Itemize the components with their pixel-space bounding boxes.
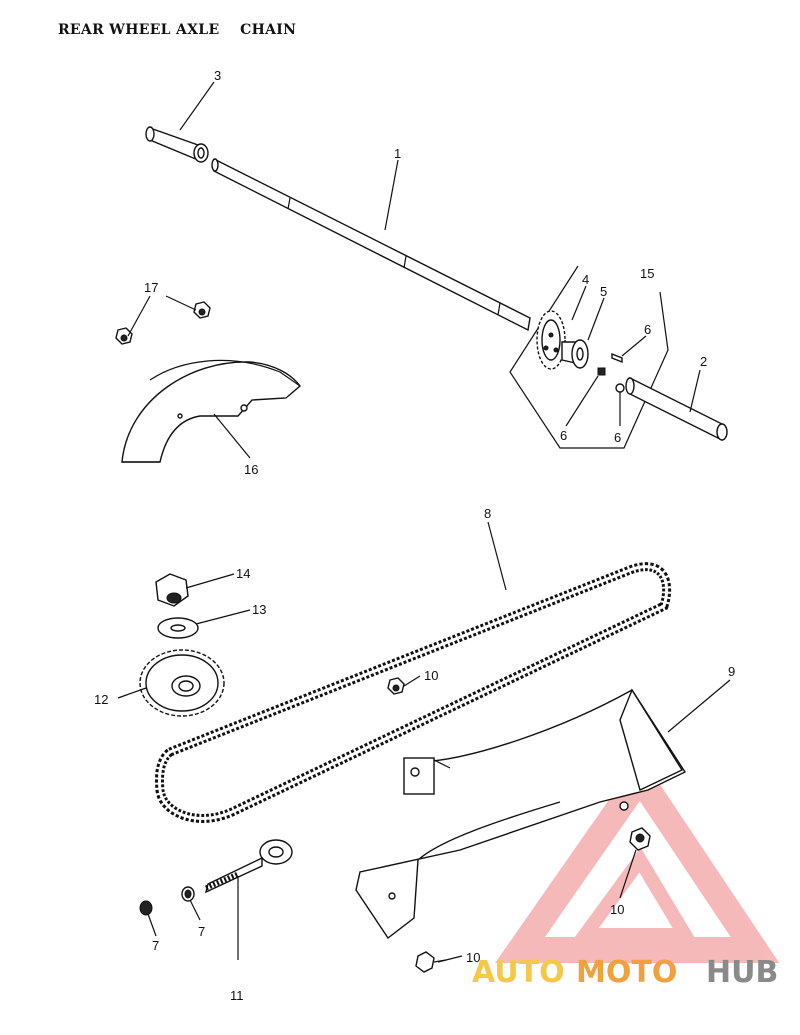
callout-14: 14: [236, 566, 250, 581]
part-6-bolts: [597, 352, 625, 393]
part-10-nut-cover: [629, 827, 651, 851]
callout-17: 17: [144, 280, 158, 295]
part-13-washer: [157, 617, 199, 639]
callout-6-right: 6: [614, 430, 621, 445]
watermark-hub: HUB: [706, 955, 778, 990]
page-title: REAR WHEEL AXLE CHAIN: [58, 22, 297, 38]
callout-16: 16: [244, 462, 258, 477]
callout-8: 8: [484, 506, 491, 521]
callout-labels: 3 1 2 4 5 6 6 6 15 17 16 8 9 10 14 13 12…: [94, 68, 735, 1003]
callout-11: 11: [230, 988, 244, 1003]
callout-6-left: 6: [560, 428, 567, 443]
callout-2: 2: [700, 354, 707, 369]
callout-1: 1: [394, 146, 401, 161]
part-1-axle-shaft: [211, 158, 531, 332]
part-11-eye-bolt: [204, 839, 293, 894]
part-8-chain: [155, 562, 672, 823]
part-10-bolt-bottom: [415, 951, 447, 973]
part-17-nuts: [115, 301, 211, 345]
callout-9: 9: [728, 664, 735, 679]
watermark-auto: AUTO: [472, 955, 565, 990]
part-4-hub-sprocket: [536, 310, 566, 370]
callout-6-upper: 6: [644, 322, 651, 337]
part-2-axle-tube: [625, 376, 728, 442]
callout-10-cover: 10: [610, 902, 624, 917]
part-15-bracket: [509, 265, 669, 449]
part-10-nut-center: [387, 677, 405, 695]
callout-15: 15: [640, 266, 654, 281]
callout-7-right: 7: [198, 924, 205, 939]
watermark-moto: MOTO: [576, 955, 677, 990]
part-14-nut: [155, 573, 189, 607]
part-7-nuts: [139, 886, 195, 916]
part-5-hub: [561, 339, 589, 369]
part-3-sleeve: [145, 126, 209, 163]
leader-lines: [117, 81, 731, 963]
callout-10-bottom: 10: [466, 950, 480, 965]
watermark-logo: [495, 754, 780, 963]
callout-7-left: 7: [152, 938, 159, 953]
callout-5: 5: [600, 284, 607, 299]
callout-12: 12: [94, 692, 108, 707]
part-9-chain-cover: [355, 688, 687, 940]
part-16-chain-guard: [121, 359, 301, 463]
callout-4: 4: [582, 272, 589, 287]
callout-3: 3: [214, 68, 221, 83]
watermark-brand: AUTO MOTO HUB: [472, 955, 778, 990]
callout-13: 13: [252, 602, 266, 617]
callout-10-center: 10: [424, 668, 438, 683]
part-12-drive-sprocket: [139, 649, 225, 717]
